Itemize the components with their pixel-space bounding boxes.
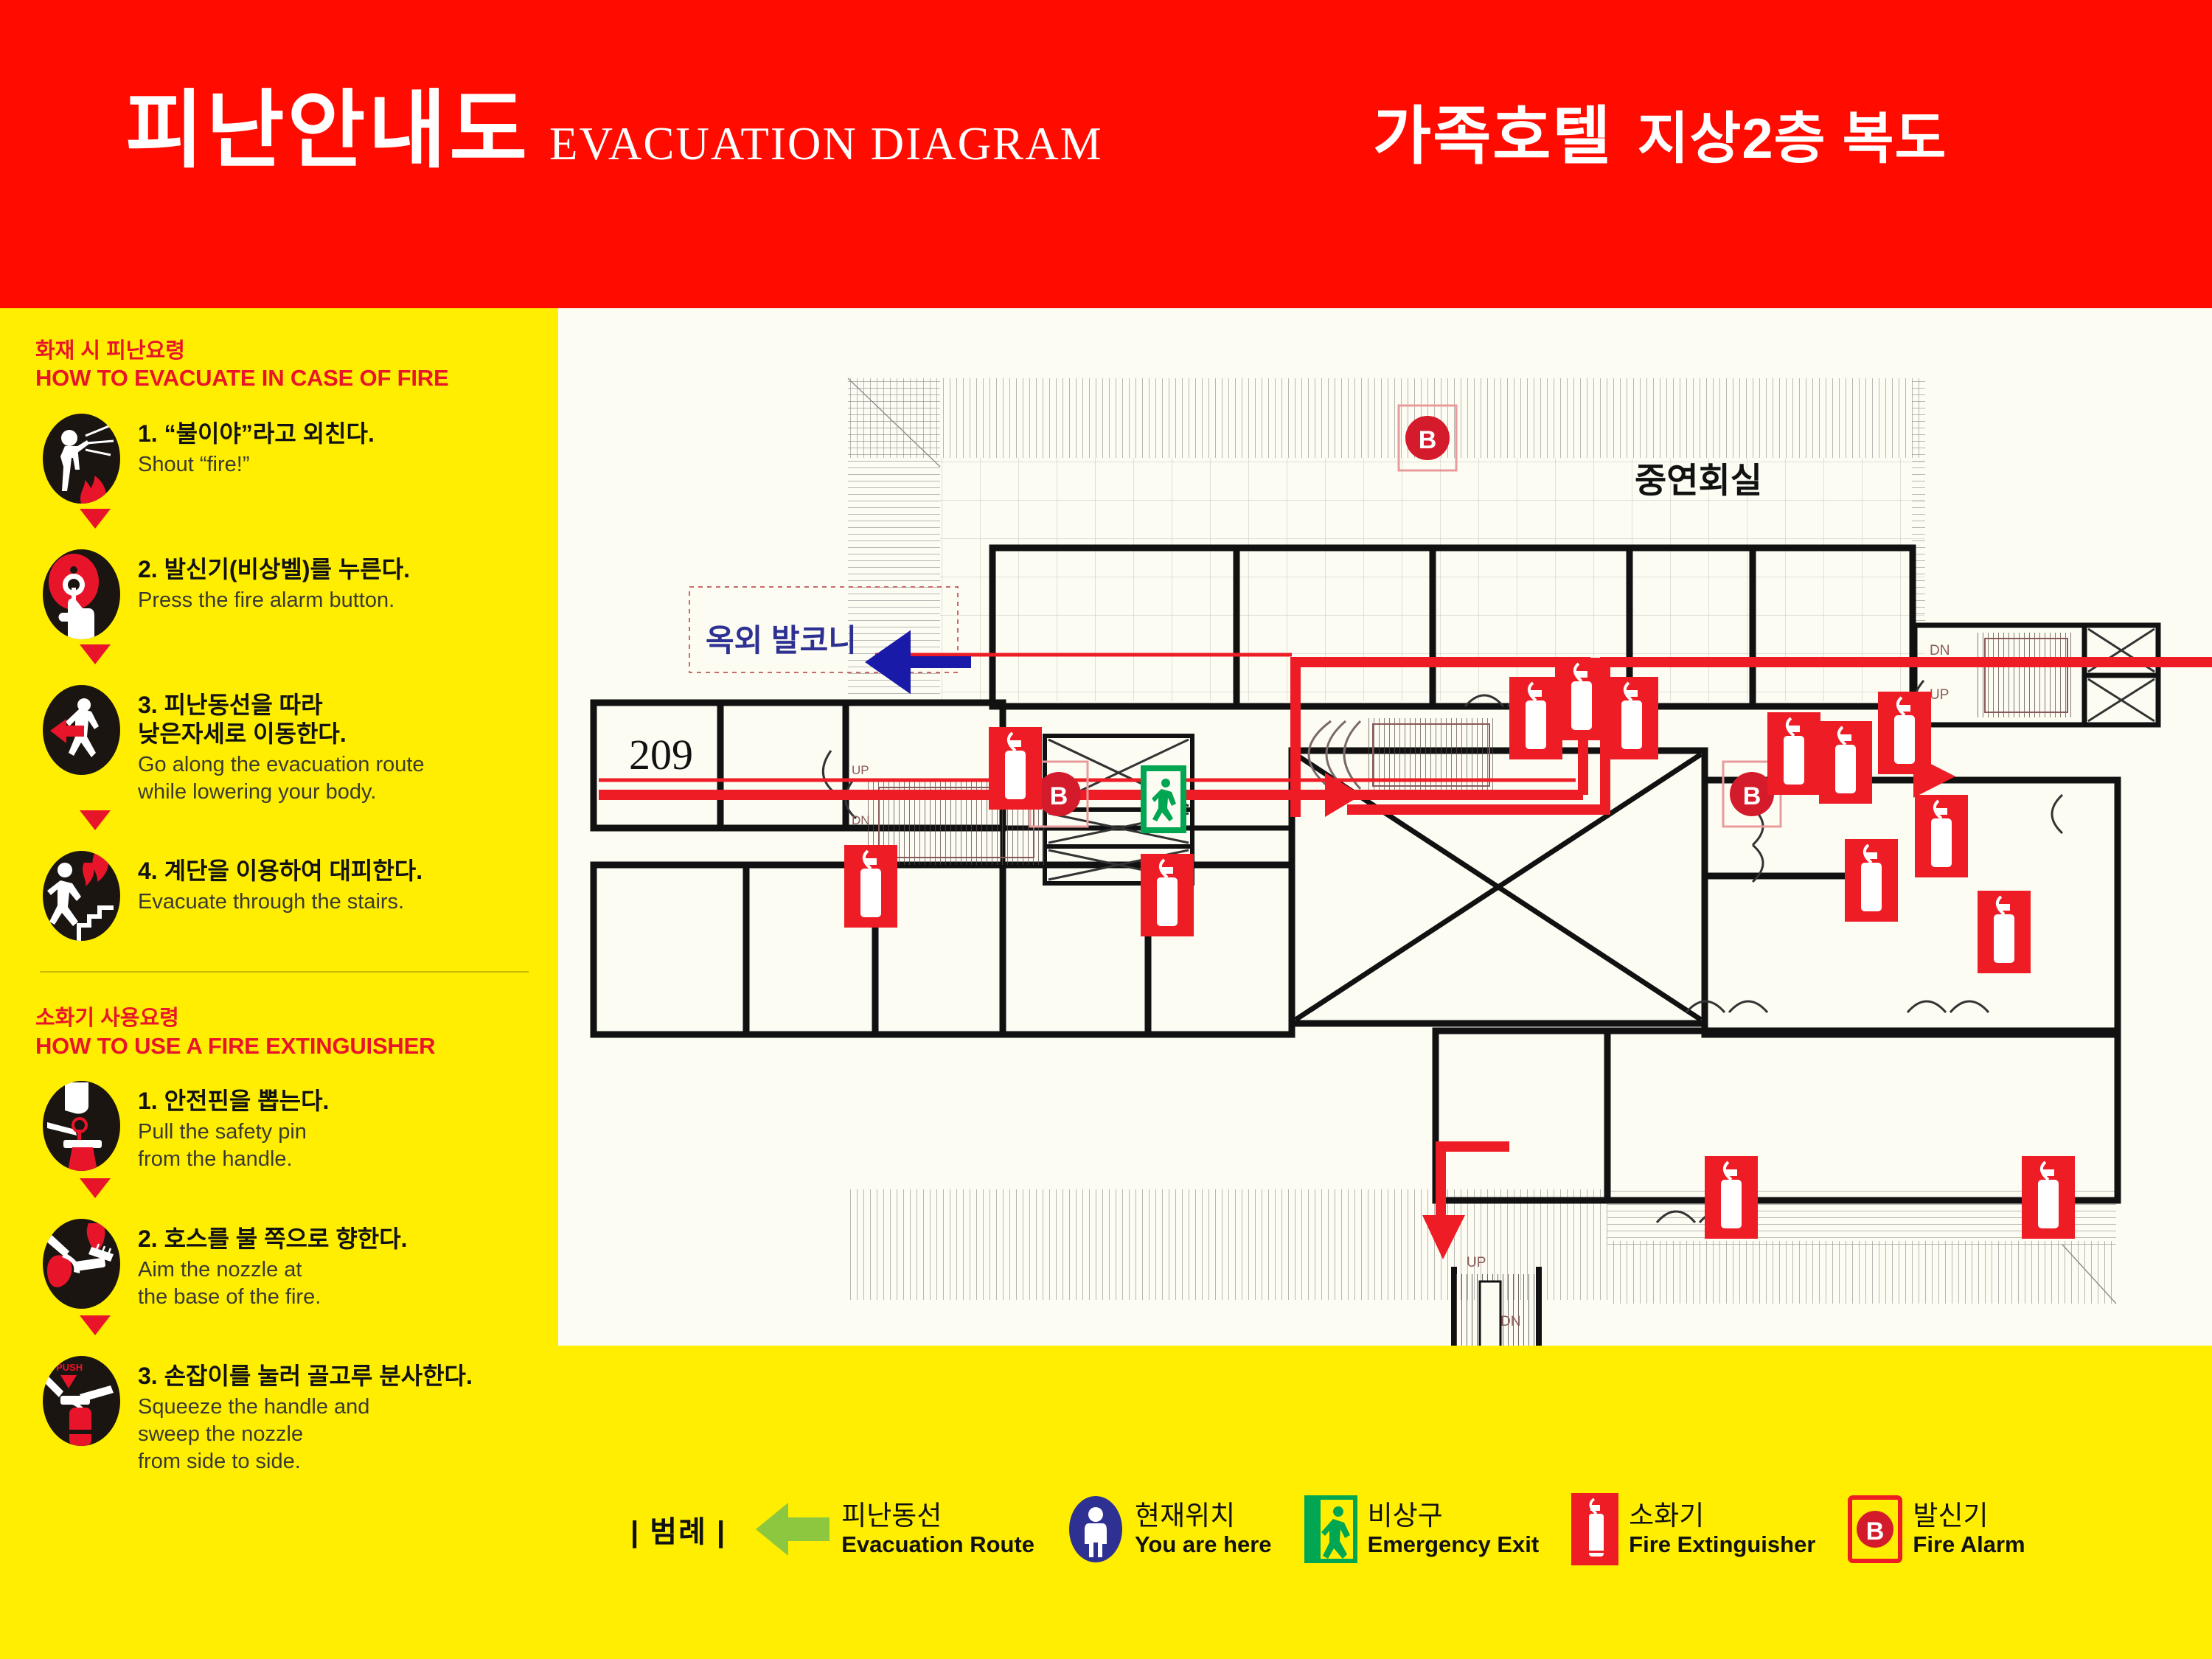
legend-ko-1: 현재위치 (1135, 1500, 1236, 1531)
stair-up-label-left: UP (852, 763, 869, 777)
ext-step-3-ko: 3. 손잡이를 눌러 골고루 분사한다. (138, 1362, 473, 1389)
fire-step-2-en: Press the fire alarm button. (138, 588, 395, 613)
legend-ko-4: 발신기 (1913, 1500, 1989, 1531)
fire-step-1: 1. “불이야”라고 외친다. Shout “fire!” (35, 412, 533, 504)
aim-nozzle-icon (35, 1217, 128, 1310)
press-alarm-icon (35, 548, 128, 640)
emergency-exit-marker[interactable] (1141, 765, 1186, 833)
building-name: 가족호텔 (1373, 101, 1613, 172)
fire-step-3: 3. 피난동선을 따라 낮은자세로 이동한다. Go along the eva… (35, 684, 533, 806)
legend-bar: | 범례 | 피난동선 Evacuation Route 현 (558, 1346, 2212, 1659)
ext-heading-en: HOW TO USE A FIRE EXTINGUISHER (35, 1032, 436, 1059)
stair-down-label-bottom: DN (1500, 1314, 1520, 1329)
subtitle-group: 가족호텔 지상2층 복도 (1373, 105, 1947, 168)
fire-extinguisher-icon (1571, 1493, 1619, 1565)
squeeze-handle-icon: PUSH (35, 1354, 128, 1447)
stair-down-label-right: DN (1930, 643, 1950, 658)
fire-step-2: 2. 발신기(비상벨)를 누른다. Press the fire alarm b… (35, 548, 533, 640)
legend-item-you-are-here: 현재위치 You are here (1067, 1495, 1272, 1563)
legend-en-4: Fire Alarm (1913, 1531, 2025, 1558)
fire-step-4-en: Evacuate through the stairs. (138, 890, 405, 914)
fire-heading-en: HOW TO EVACUATE IN CASE OF FIRE (35, 365, 449, 392)
legend-title: | 범례 | (630, 1516, 727, 1548)
legend-item-emergency-exit: 비상구 Emergency Exit (1304, 1495, 1540, 1563)
fire-step-3-en: Go along the evacuation route while lowe… (138, 753, 425, 804)
ext-step-1-en: Pull the safety pin from the handle. (138, 1120, 307, 1172)
svg-text:B: B (1743, 782, 1761, 810)
ext-step-3-en: Squeeze the handle and sweep the nozzle … (138, 1394, 370, 1474)
page-title-en: EVACUATION DIAGRAM (549, 118, 1103, 170)
fire-step-1-ko: 1. “불이야”라고 외친다. (138, 420, 375, 447)
title-group: 피난안내도 EVACUATION DIAGRAM (125, 88, 1103, 173)
pull-pin-icon (35, 1079, 128, 1172)
flow-arrow-icon (80, 1178, 111, 1198)
ext-step-3: PUSH 3. 손잡이를 눌러 골고루 분사한다. Squeeze the ha… (35, 1354, 533, 1475)
legend-en-2: Emergency Exit (1367, 1531, 1540, 1558)
hall-label: 중연회실 (1635, 461, 1762, 500)
legend-item-fire-alarm: B 발신기 Fire Alarm (1848, 1495, 2025, 1563)
section-divider (40, 971, 529, 973)
ext-step-2-ko: 2. 호스를 불 쪽으로 향한다. (138, 1225, 408, 1252)
fire-step-4-ko: 4. 계단을 이용하여 대피한다. (138, 858, 423, 885)
you-are-here-icon (1067, 1495, 1124, 1563)
flow-arrow-icon (80, 644, 111, 664)
fire-alarm-marker[interactable]: B (1722, 760, 1782, 828)
extinguisher-section-heading: 소화기 사용요령 HOW TO USE A FIRE EXTINGUISHER (35, 1005, 533, 1060)
flow-arrow-icon (80, 810, 111, 831)
emergency-exit-icon (1304, 1495, 1357, 1563)
fire-alarm-marker[interactable]: B (1397, 404, 1458, 472)
stair-down-label-left: DN (852, 813, 870, 827)
flow-arrow-icon (80, 509, 111, 529)
svg-text:B: B (1419, 426, 1437, 454)
fire-section-heading: 화재 시 피난요령 HOW TO EVACUATE IN CASE OF FIR… (35, 338, 533, 393)
svg-text:PUSH: PUSH (56, 1362, 83, 1373)
shout-fire-icon (35, 412, 128, 504)
legend-item-evacuation-route: 피난동선 Evacuation Route (754, 1498, 1034, 1560)
svg-text:B: B (1050, 782, 1068, 810)
floor-plan-panel[interactable]: 옥외 발코니 209 (558, 308, 2212, 1346)
svg-text:B: B (1866, 1517, 1885, 1545)
fire-extinguisher-markers[interactable] (844, 658, 2075, 1239)
evacuation-route-icon (35, 684, 128, 776)
evacuation-route-arrow-icon (754, 1498, 831, 1560)
room-number-209: 209 (629, 731, 693, 779)
legend-en-0: Evacuation Route (841, 1531, 1035, 1558)
fire-heading-ko: 화재 시 피난요령 (35, 339, 185, 363)
legend-en-1: You are here (1135, 1531, 1272, 1558)
legend-item-fire-extinguisher: 소화기 Fire Extinguisher (1571, 1493, 1815, 1565)
balcony-exit-arrow-icon (865, 630, 971, 695)
ext-step-1-ko: 1. 안전핀을 뽑는다. (138, 1088, 330, 1115)
fire-alarm-icon: B (1848, 1495, 1903, 1563)
fire-step-1-en: Shout “fire!” (138, 453, 250, 477)
fire-step-3-ko: 3. 피난동선을 따라 낮은자세로 이동한다. (138, 692, 347, 748)
ext-heading-ko: 소화기 사용요령 (35, 1006, 179, 1031)
fire-step-4: 4. 계단을 이용하여 대피한다. Evacuate through the s… (35, 849, 533, 942)
fire-step-2-ko: 2. 발신기(비상벨)를 누른다. (138, 556, 411, 582)
ext-step-2: 2. 호스를 불 쪽으로 향한다. Aim the nozzle at the … (35, 1217, 533, 1311)
instructions-sidebar: 화재 시 피난요령 HOW TO EVACUATE IN CASE OF FIR… (0, 308, 558, 1659)
legend-ko-0: 피난동선 (841, 1500, 942, 1531)
legend-en-3: Fire Extinguisher (1629, 1531, 1816, 1558)
page-title-ko: 피난안내도 (125, 84, 530, 178)
use-stairs-icon (35, 849, 128, 942)
floor-plan-drawing[interactable]: 옥외 발코니 209 (558, 308, 2212, 1346)
legend-ko-3: 소화기 (1629, 1500, 1705, 1531)
floor-name: 지상2층 복도 (1637, 108, 1947, 170)
stair-up-label-right: UP (1930, 687, 1949, 703)
legend-ko-2: 비상구 (1367, 1500, 1443, 1531)
stair-up-label-bottom: UP (1467, 1255, 1486, 1270)
ext-step-1: 1. 안전핀을 뽑는다. Pull the safety pin from th… (35, 1079, 533, 1173)
header-banner: 피난안내도 EVACUATION DIAGRAM 가족호텔 지상2층 복도 (0, 0, 2212, 308)
flow-arrow-icon (80, 1315, 111, 1335)
balcony-label: 옥외 발코니 (706, 623, 857, 658)
route-direction-arrows (1325, 755, 1955, 1259)
ext-step-2-en: Aim the nozzle at the base of the fire. (138, 1257, 321, 1309)
